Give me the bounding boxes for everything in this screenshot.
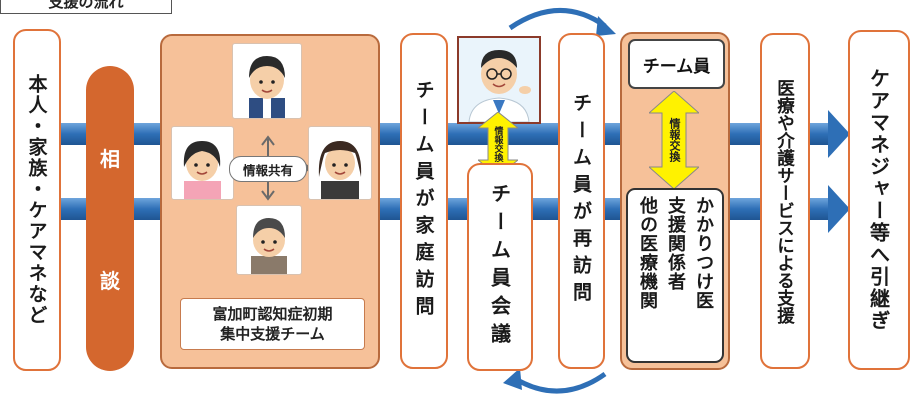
info-exchange-2-label: 情報交換 bbox=[668, 118, 681, 162]
box-handover: ケアマネジャー等へ引継ぎ bbox=[848, 30, 910, 370]
cycle-arrow-bottom-head bbox=[503, 368, 522, 390]
cycle-arrow-top-head bbox=[596, 16, 616, 36]
consult-char-1: 相 bbox=[100, 146, 120, 171]
box-support-services-text: 医療や介護サービスによる支援 bbox=[774, 78, 795, 324]
diagram-title: 支援の流れ bbox=[0, 0, 172, 14]
box-team-meeting: チーム員会議 bbox=[467, 163, 533, 371]
person-icon-bottom bbox=[236, 205, 302, 275]
box-handover-text: ケアマネジャー等へ引継ぎ bbox=[866, 68, 891, 332]
team-member-label: チーム員 bbox=[628, 39, 725, 89]
box-home-visit-text: チーム員が家庭訪問 bbox=[412, 79, 435, 323]
double-arrow-icon: 情報交換 bbox=[478, 112, 518, 176]
box-support-services: 医療や介護サービスによる支援 bbox=[760, 33, 810, 369]
person-icon-top bbox=[232, 43, 302, 119]
doctor-icon bbox=[457, 36, 541, 124]
box-team-meeting-text: チーム員会議 bbox=[487, 183, 512, 351]
consult-pill: 相 談 bbox=[86, 66, 134, 371]
box-home-visit: チーム員が家庭訪問 bbox=[400, 33, 448, 369]
box-revisit: チーム員が再訪問 bbox=[558, 33, 605, 369]
doctor-col1-text: かかりつけ医 bbox=[693, 196, 714, 310]
flow-arrow-lower-head bbox=[828, 185, 850, 233]
person-icon-left bbox=[171, 126, 234, 200]
flow-arrow-upper-head bbox=[828, 110, 850, 158]
team-name-line2: 集中支援チーム bbox=[220, 325, 325, 343]
box-person-family-text: 本人・家族・ケアマネなど bbox=[25, 74, 48, 326]
cycle-arrow-bottom bbox=[512, 371, 607, 394]
box-person-family: 本人・家族・ケアマネなど bbox=[13, 29, 61, 371]
consult-char-2: 談 bbox=[100, 269, 120, 294]
team-name-line1: 富加町認知症初期 bbox=[212, 304, 333, 323]
box-revisit-text: チーム員が再訪問 bbox=[570, 93, 592, 309]
info-share-label: 情報共有 bbox=[229, 156, 307, 182]
team-name-box: 富加町認知症初期 集中支援チーム bbox=[180, 298, 365, 350]
doctor-col3-text: 他の医療機関 bbox=[637, 196, 658, 310]
cycle-arrow-top bbox=[508, 8, 607, 31]
box-doctor-group: かかりつけ医 支援関係者 他の医療機関 bbox=[626, 188, 724, 363]
person-icon-right bbox=[308, 126, 372, 200]
double-arrow-icon-2: 情報交換 bbox=[649, 91, 699, 189]
doctor-col2-text: 支援関係者 bbox=[665, 196, 686, 291]
info-exchange-1-label: 情報交換 bbox=[492, 126, 503, 162]
